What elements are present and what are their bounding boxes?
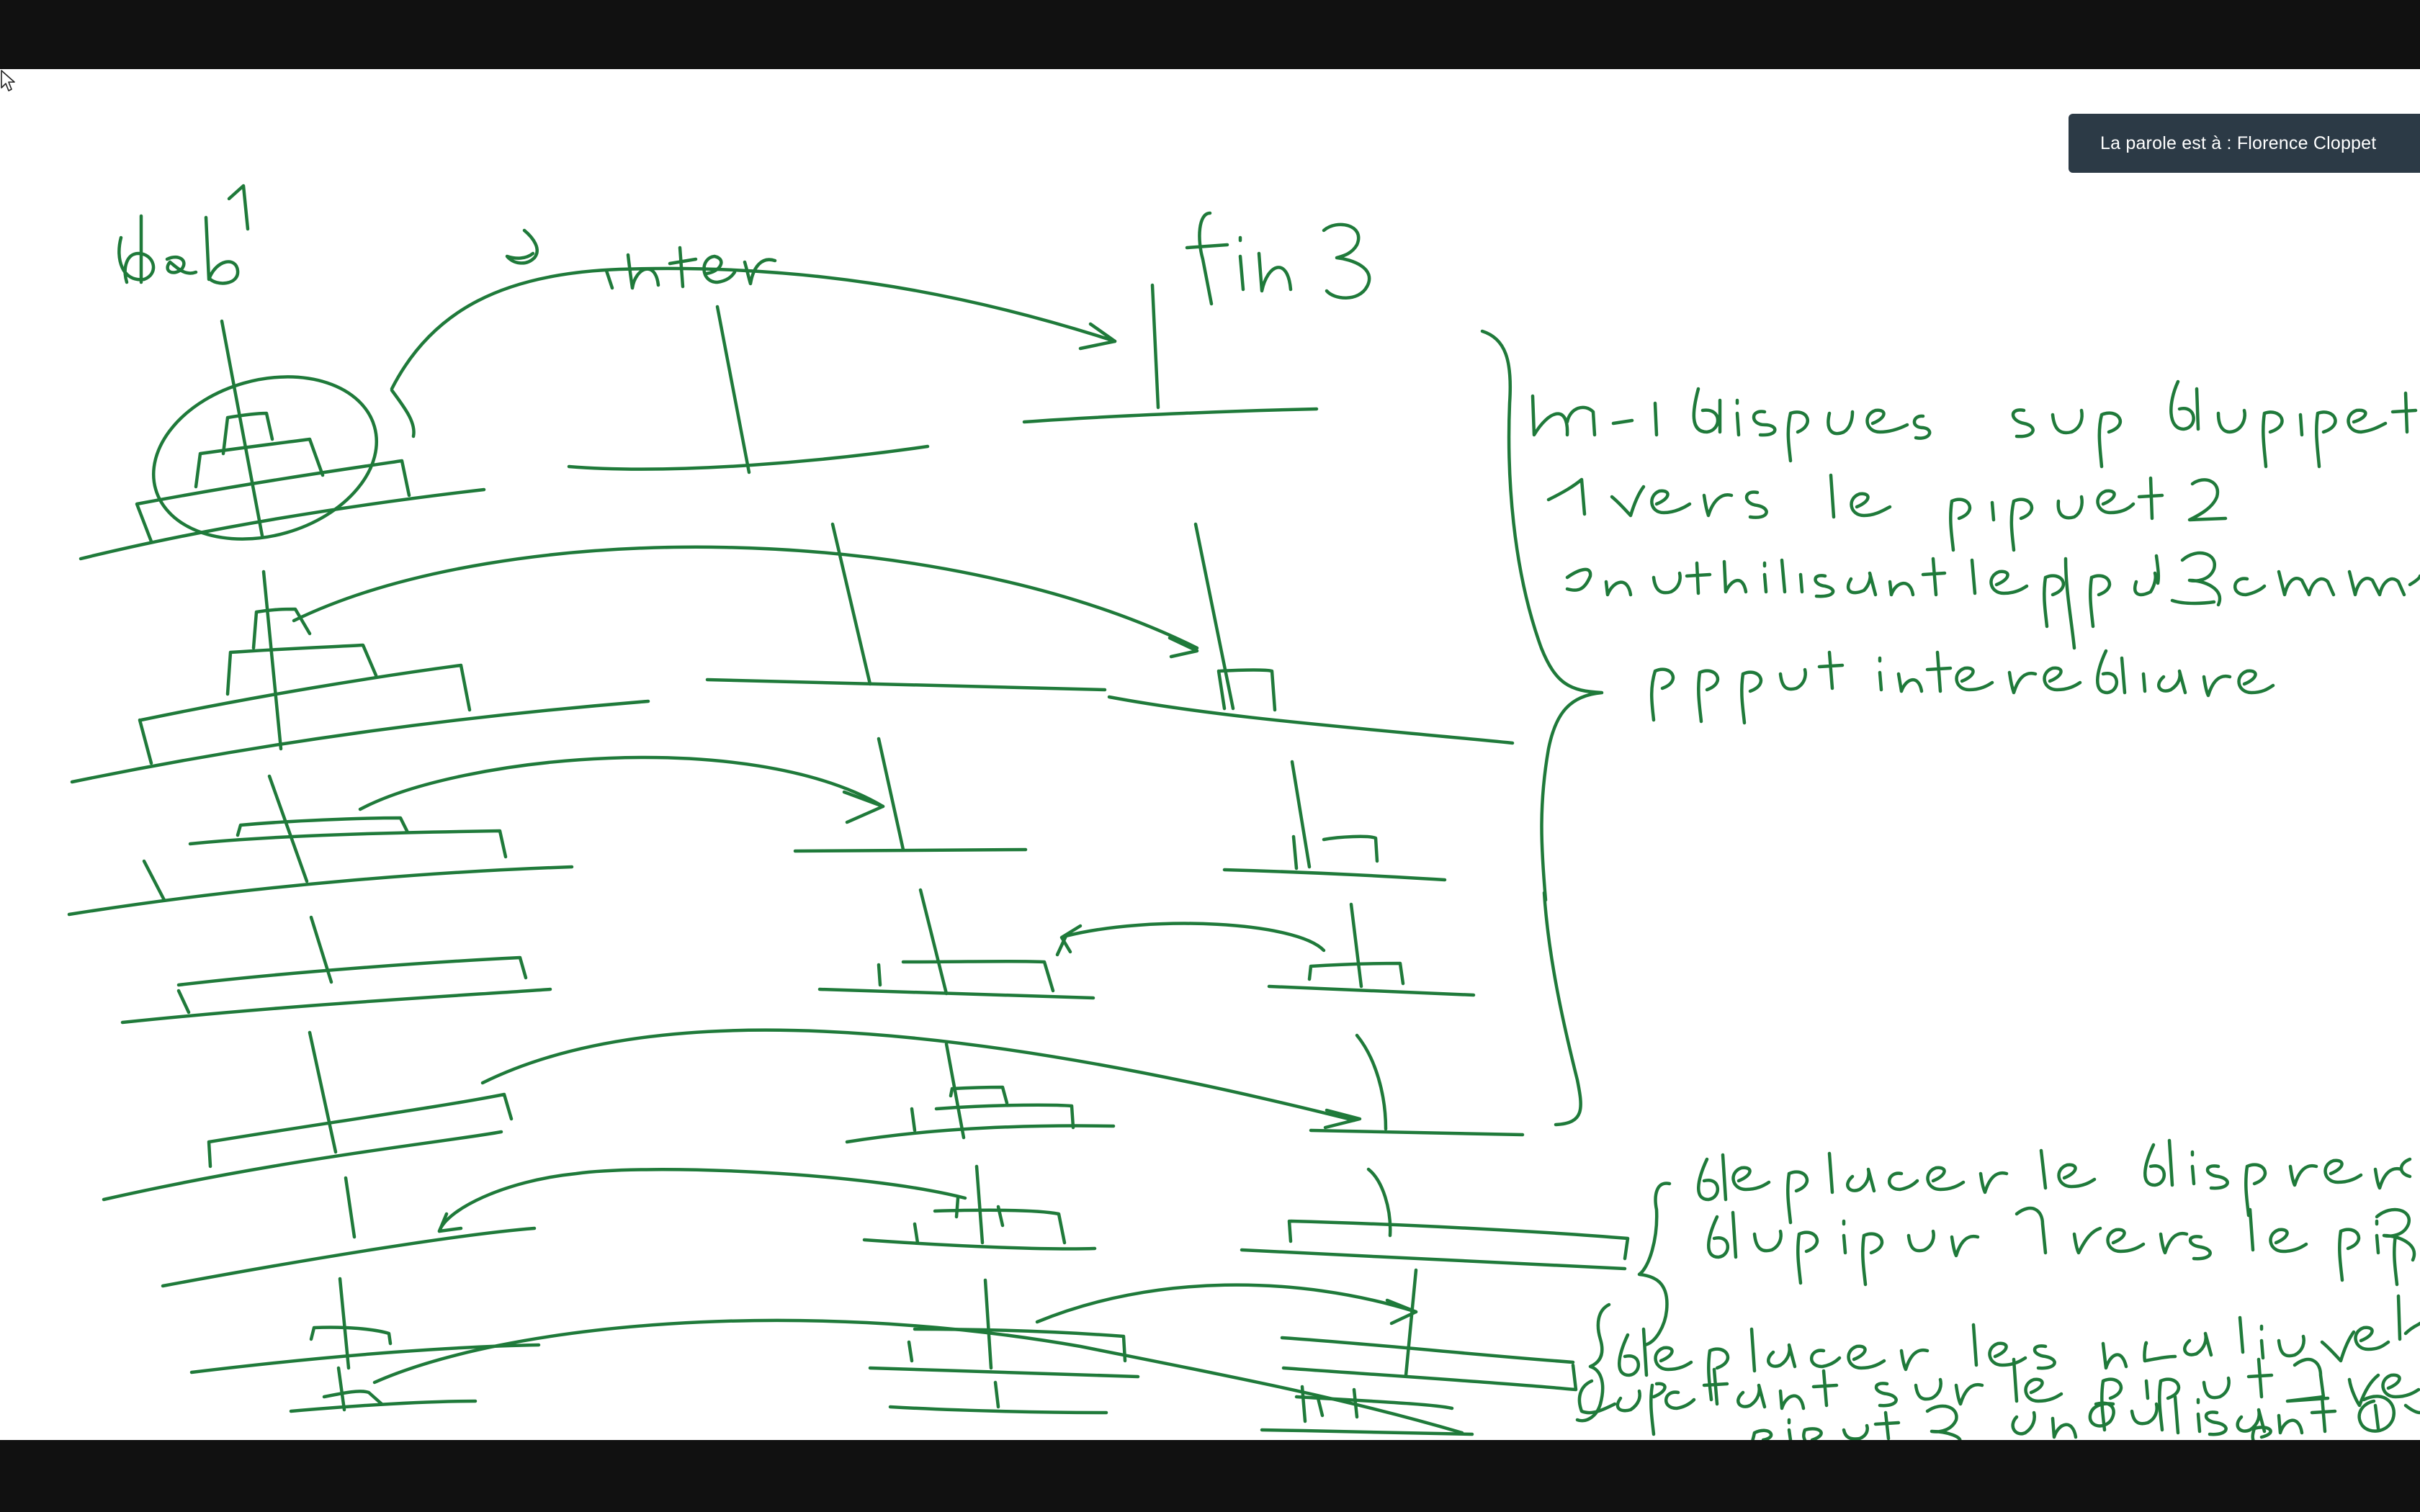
annotation-text-block-3 <box>1575 1294 2420 1440</box>
top-black-bar <box>0 0 2420 69</box>
row5-sketch <box>102 1028 1525 1202</box>
header-inter-2 <box>505 228 777 290</box>
annotation-text-block-2 <box>1637 1138 2416 1347</box>
mouse-pointer-icon <box>1 70 15 91</box>
annotation-bracket-large <box>1480 329 1604 1127</box>
row4-sketch <box>120 888 1476 1025</box>
active-speaker-banner: La parole est à : Florence Cloppet <box>2069 114 2420 173</box>
active-speaker-text: La parole est à : Florence Cloppet <box>2100 132 2377 153</box>
whiteboard-drawing <box>67 184 2420 1440</box>
bottom-black-bar <box>0 1440 2420 1512</box>
row2-sketch <box>70 522 1515 784</box>
annotation-text-block-1 <box>1531 379 2420 725</box>
whiteboard-canvas[interactable] <box>0 69 2420 1440</box>
row3-sketch <box>67 737 1447 917</box>
row6-sketch <box>161 1164 1630 1288</box>
row7-sketch <box>189 1268 1578 1436</box>
header-fin-3 <box>1185 211 1371 306</box>
row1-sketch <box>79 266 1319 561</box>
header-deb-1 <box>117 184 250 285</box>
